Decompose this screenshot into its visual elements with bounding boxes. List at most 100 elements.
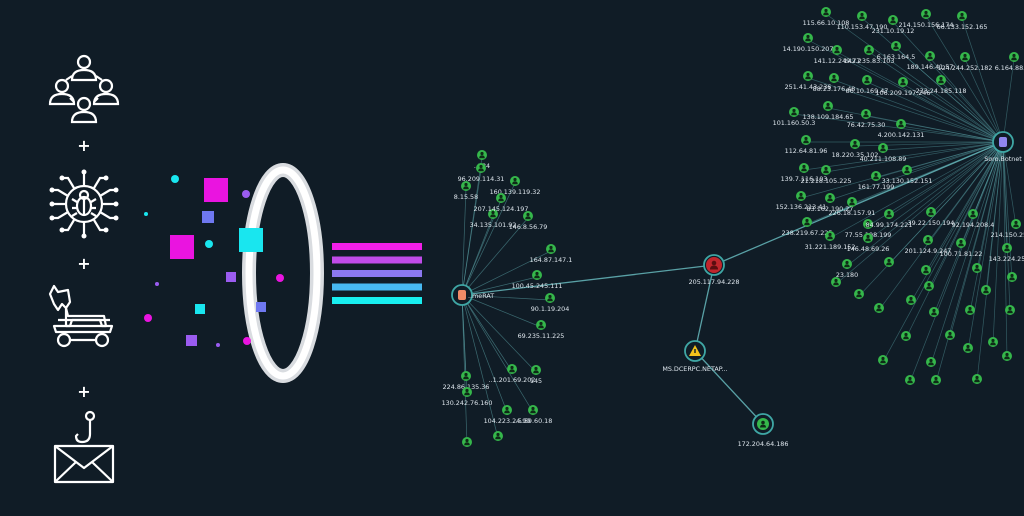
host-node[interactable]: 4.200.142.131	[878, 119, 925, 139]
host-node[interactable]: 251.41.43.236	[785, 71, 832, 91]
host-node[interactable]: 130.242.76.160	[442, 387, 493, 407]
host-node[interactable]: 238.219.67.225	[782, 217, 833, 237]
host-node[interactable]: 100.45.245.111	[512, 270, 563, 290]
host-node[interactable]: 214.150.251.76	[991, 219, 1024, 239]
host-node[interactable]	[1002, 351, 1012, 361]
host-node[interactable]	[924, 281, 934, 291]
host-node[interactable]: ..1.201.69.202	[489, 364, 536, 384]
host-node[interactable]: 226.18.157.91	[829, 197, 876, 217]
host-node[interactable]: 106.209.197.246	[876, 77, 931, 97]
bug-chip-icon	[49, 169, 119, 239]
host-node[interactable]: 23.180	[836, 259, 858, 279]
host-node[interactable]: 14.190.150.207	[783, 33, 834, 53]
dcerpc-hub-node[interactable]: MS.DCERPC.NETAP...	[662, 340, 728, 373]
graph-edge	[933, 141, 1004, 315]
host-node[interactable]: 83.162.190.27	[807, 193, 854, 213]
host-node[interactable]: 115.66.10.108	[803, 7, 850, 27]
center-hub-node[interactable]: 205.117.94.228	[689, 254, 740, 286]
host-node[interactable]: 141.12.249.77	[814, 45, 861, 65]
host-node[interactable]: 112.64.81.96	[785, 135, 828, 155]
host-node[interactable]	[921, 265, 931, 275]
host-node[interactable]	[901, 331, 911, 341]
graph-edge	[807, 39, 1004, 143]
hub-label: 172.204.64.186	[738, 440, 789, 448]
host-node[interactable]: 142.235.83.103	[844, 45, 895, 65]
host-node[interactable]: 66.133.152.165	[937, 11, 988, 31]
host-node[interactable]: 40.211.108.89	[860, 143, 907, 163]
host-node[interactable]	[965, 305, 975, 315]
host-node[interactable]: 86.10.169.47	[846, 75, 889, 95]
host-node[interactable]: 100.71.81.22	[940, 238, 983, 258]
host-node[interactable]: 96.209.114.31	[458, 163, 505, 183]
host-label: 201.124.9.247	[905, 247, 952, 255]
host-node[interactable]	[1007, 272, 1017, 282]
graph-edge	[925, 15, 1004, 143]
host-node[interactable]: 233.24.185.118	[916, 75, 967, 95]
host-node[interactable]: 101.160.50.3	[773, 107, 816, 127]
host-node[interactable]: 164.87.147.1	[530, 244, 573, 264]
host-node[interactable]: 224.86.135.36	[443, 371, 490, 391]
host-node[interactable]: 139.7.116.103	[781, 163, 828, 183]
host-node[interactable]: 69.235.11.225	[518, 320, 565, 340]
host-node[interactable]: 31.221.189.152	[805, 231, 856, 251]
host-node[interactable]: 34.135.101.92	[470, 209, 517, 229]
host-node[interactable]: 138.109.184.65	[803, 101, 854, 121]
host-node[interactable]: 84.99.174.221	[866, 209, 913, 229]
host-node[interactable]: 21.218.105.225	[801, 165, 852, 185]
host-node[interactable]: 160.139.119.32	[490, 176, 541, 196]
host-node[interactable]: 207.145.124.197	[474, 193, 529, 213]
host-node[interactable]	[929, 307, 939, 317]
host-node[interactable]: ..5.59.60.18	[514, 405, 553, 425]
host-node[interactable]	[462, 437, 472, 447]
host-node[interactable]	[874, 303, 884, 313]
host-node[interactable]: 90.1.19.204	[531, 293, 570, 313]
host-node[interactable]: 231.10.19.12	[872, 15, 915, 35]
host-node[interactable]: 76.42.75.30	[847, 109, 886, 129]
host-node[interactable]	[926, 357, 936, 367]
host-node[interactable]	[988, 337, 998, 347]
host-node[interactable]: 145	[530, 365, 542, 385]
host-node[interactable]	[972, 374, 982, 384]
host-node[interactable]	[1005, 305, 1015, 315]
host-node[interactable]	[493, 431, 503, 441]
rat-hub-node[interactable]: ..meRAT	[451, 284, 494, 306]
graph-edge	[964, 58, 1004, 143]
host-node[interactable]: 146.8.56.79	[509, 211, 548, 231]
host-label: 139.7.116.103	[781, 175, 828, 183]
host-node[interactable]: 92.194.208.4	[952, 209, 995, 229]
host-node[interactable]	[878, 355, 888, 365]
host-node[interactable]: 124.244.252.182	[938, 52, 993, 72]
host-node[interactable]: 189.146.41.57	[907, 51, 954, 71]
host-node[interactable]: 39.22.150.194	[908, 207, 955, 227]
host-node[interactable]	[831, 277, 841, 287]
host-node[interactable]: 152.136.213.41	[776, 191, 827, 211]
host-node[interactable]: 6.163.164.5	[877, 41, 916, 61]
host-node[interactable]	[884, 257, 894, 267]
host-node[interactable]	[945, 330, 955, 340]
host-node[interactable]: 88.23.176.48	[813, 73, 856, 93]
host-node[interactable]: 146.48.69.26	[847, 233, 890, 253]
host-node[interactable]: 6.164.88.61	[995, 52, 1024, 72]
host-node[interactable]: 33.130.152.151	[882, 165, 933, 185]
host-node[interactable]	[981, 285, 991, 295]
host-node[interactable]	[854, 289, 864, 299]
graph-edge	[865, 115, 1004, 143]
host-node[interactable]	[905, 375, 915, 385]
host-node[interactable]: 214.150.156.174	[899, 9, 954, 29]
host-node[interactable]: 8.15.58	[454, 181, 478, 201]
host-node[interactable]: 201.124.9.247	[905, 235, 952, 255]
host-node[interactable]: 18.220.35.102	[832, 139, 879, 159]
host-node[interactable]: 143.224.25	[989, 243, 1024, 263]
host-node[interactable]: 161.77.199	[858, 171, 895, 191]
host-node[interactable]: 110.153.47.190	[837, 11, 888, 31]
host-node[interactable]	[931, 375, 941, 385]
host-node[interactable]	[963, 343, 973, 353]
graph-edge	[1002, 141, 1011, 313]
host-label: 251.41.43.236	[785, 83, 832, 91]
host-node[interactable]	[972, 263, 982, 273]
botnet-hub-node[interactable]: Soro.Botnet	[984, 131, 1022, 163]
graph-edges	[461, 13, 1017, 445]
host-node[interactable]: 104.223.24.99	[484, 405, 531, 425]
target-hub-node[interactable]: 172.204.64.186	[738, 413, 789, 448]
host-node[interactable]	[906, 295, 916, 305]
